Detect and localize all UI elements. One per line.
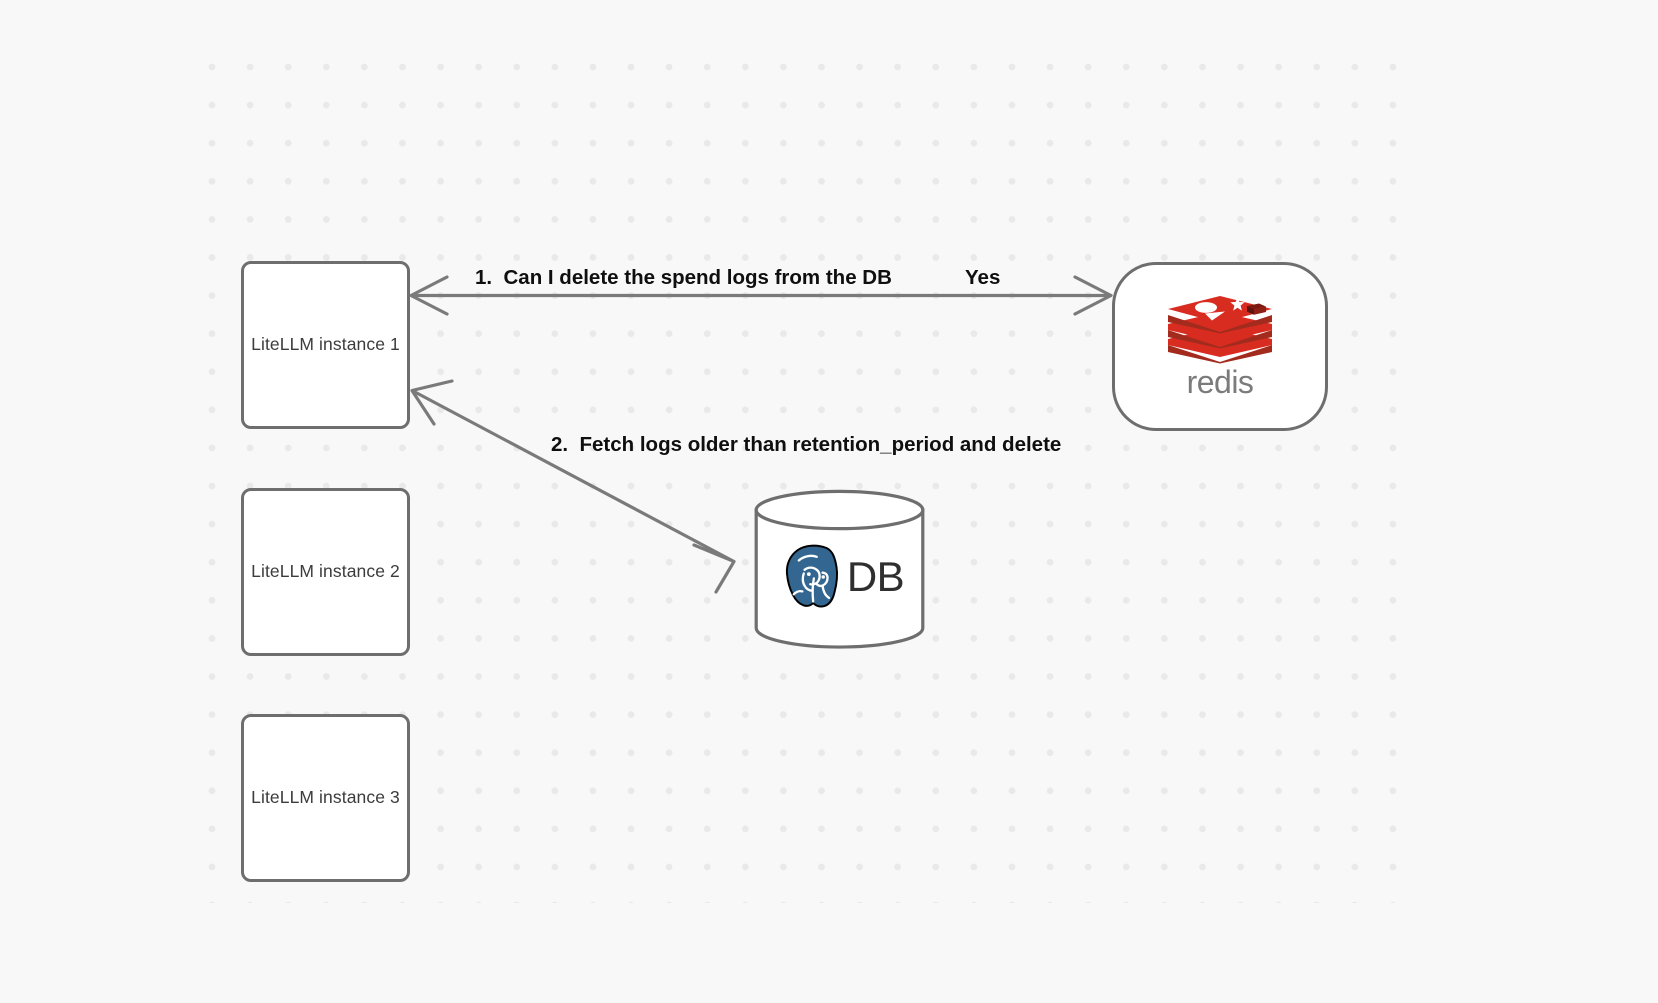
edge-1-reply-label: Yes (965, 266, 1001, 289)
node-litellm-instance-3[interactable]: LiteLLM instance 3 (241, 714, 410, 882)
redis-stack-icon (1168, 295, 1272, 363)
postgresql-elephant-icon (785, 544, 838, 608)
edge-db-diagonal (410, 379, 736, 594)
node-database[interactable]: DB (753, 489, 926, 649)
node-label: LiteLLM instance 1 (251, 334, 400, 355)
node-label: LiteLLM instance 2 (251, 561, 400, 582)
edge-2-label: 2. Fetch logs older than retention_perio… (551, 433, 1062, 456)
svg-text:redis: redis (1187, 366, 1254, 400)
node-label: LiteLLM instance 3 (251, 787, 400, 808)
redis-logo: redis (1160, 293, 1280, 401)
db-label: DB (846, 553, 905, 600)
edge-1-label: 1. Can I delete the spend logs from the … (475, 266, 892, 289)
redis-wordmark: redis (1187, 366, 1254, 400)
cylinder-shape (754, 489, 925, 649)
node-redis[interactable]: redis (1112, 262, 1328, 431)
node-litellm-instance-1[interactable]: LiteLLM instance 1 (241, 261, 410, 429)
node-litellm-instance-2[interactable]: LiteLLM instance 2 (241, 488, 410, 656)
